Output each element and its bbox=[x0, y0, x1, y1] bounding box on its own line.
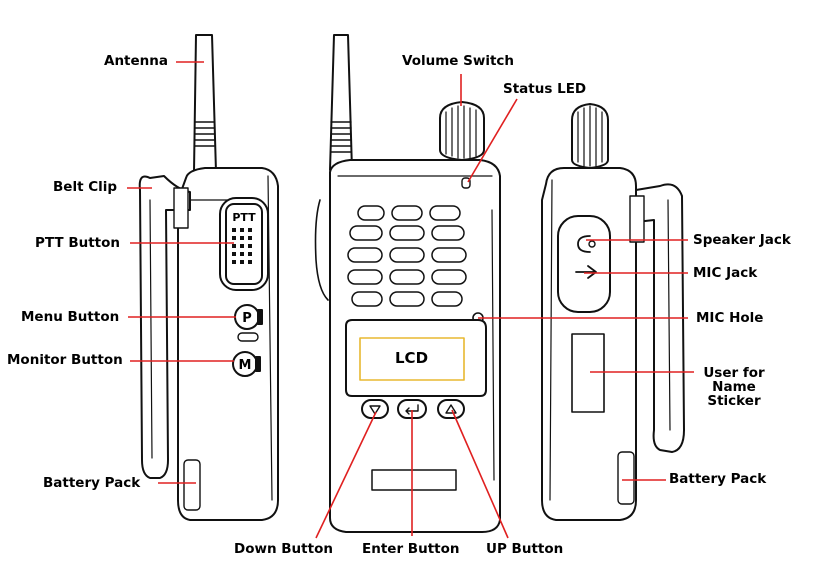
label-menu-button: Menu Button bbox=[21, 310, 119, 325]
label-status-led: Status LED bbox=[503, 82, 586, 97]
left-side-view: PTT P M bbox=[140, 35, 278, 520]
ptt-label: PTT bbox=[232, 211, 256, 224]
svg-text:P: P bbox=[242, 311, 252, 326]
label-mic-jack: MIC Jack bbox=[693, 266, 757, 281]
label-down-button: Down Button bbox=[234, 542, 333, 557]
label-enter-button: Enter Button bbox=[362, 542, 460, 557]
label-ptt-button: PTT Button bbox=[35, 236, 120, 251]
right-side-view bbox=[542, 104, 684, 520]
label-belt-clip: Belt Clip bbox=[53, 180, 117, 195]
label-antenna: Antenna bbox=[104, 54, 168, 69]
lcd-text: LCD bbox=[395, 349, 428, 367]
label-up-button: UP Button bbox=[486, 542, 563, 557]
label-mic-hole: MIC Hole bbox=[696, 311, 763, 326]
svg-text:M: M bbox=[239, 358, 252, 373]
label-volume-switch: Volume Switch bbox=[402, 54, 514, 69]
label-speaker-jack: Speaker Jack bbox=[693, 233, 791, 248]
label-battery-pack-left: Battery Pack bbox=[43, 476, 140, 491]
label-battery-pack-right: Battery Pack bbox=[669, 472, 766, 487]
label-user-name-sticker: User for Name Sticker bbox=[696, 366, 772, 408]
label-monitor-button: Monitor Button bbox=[7, 353, 123, 368]
